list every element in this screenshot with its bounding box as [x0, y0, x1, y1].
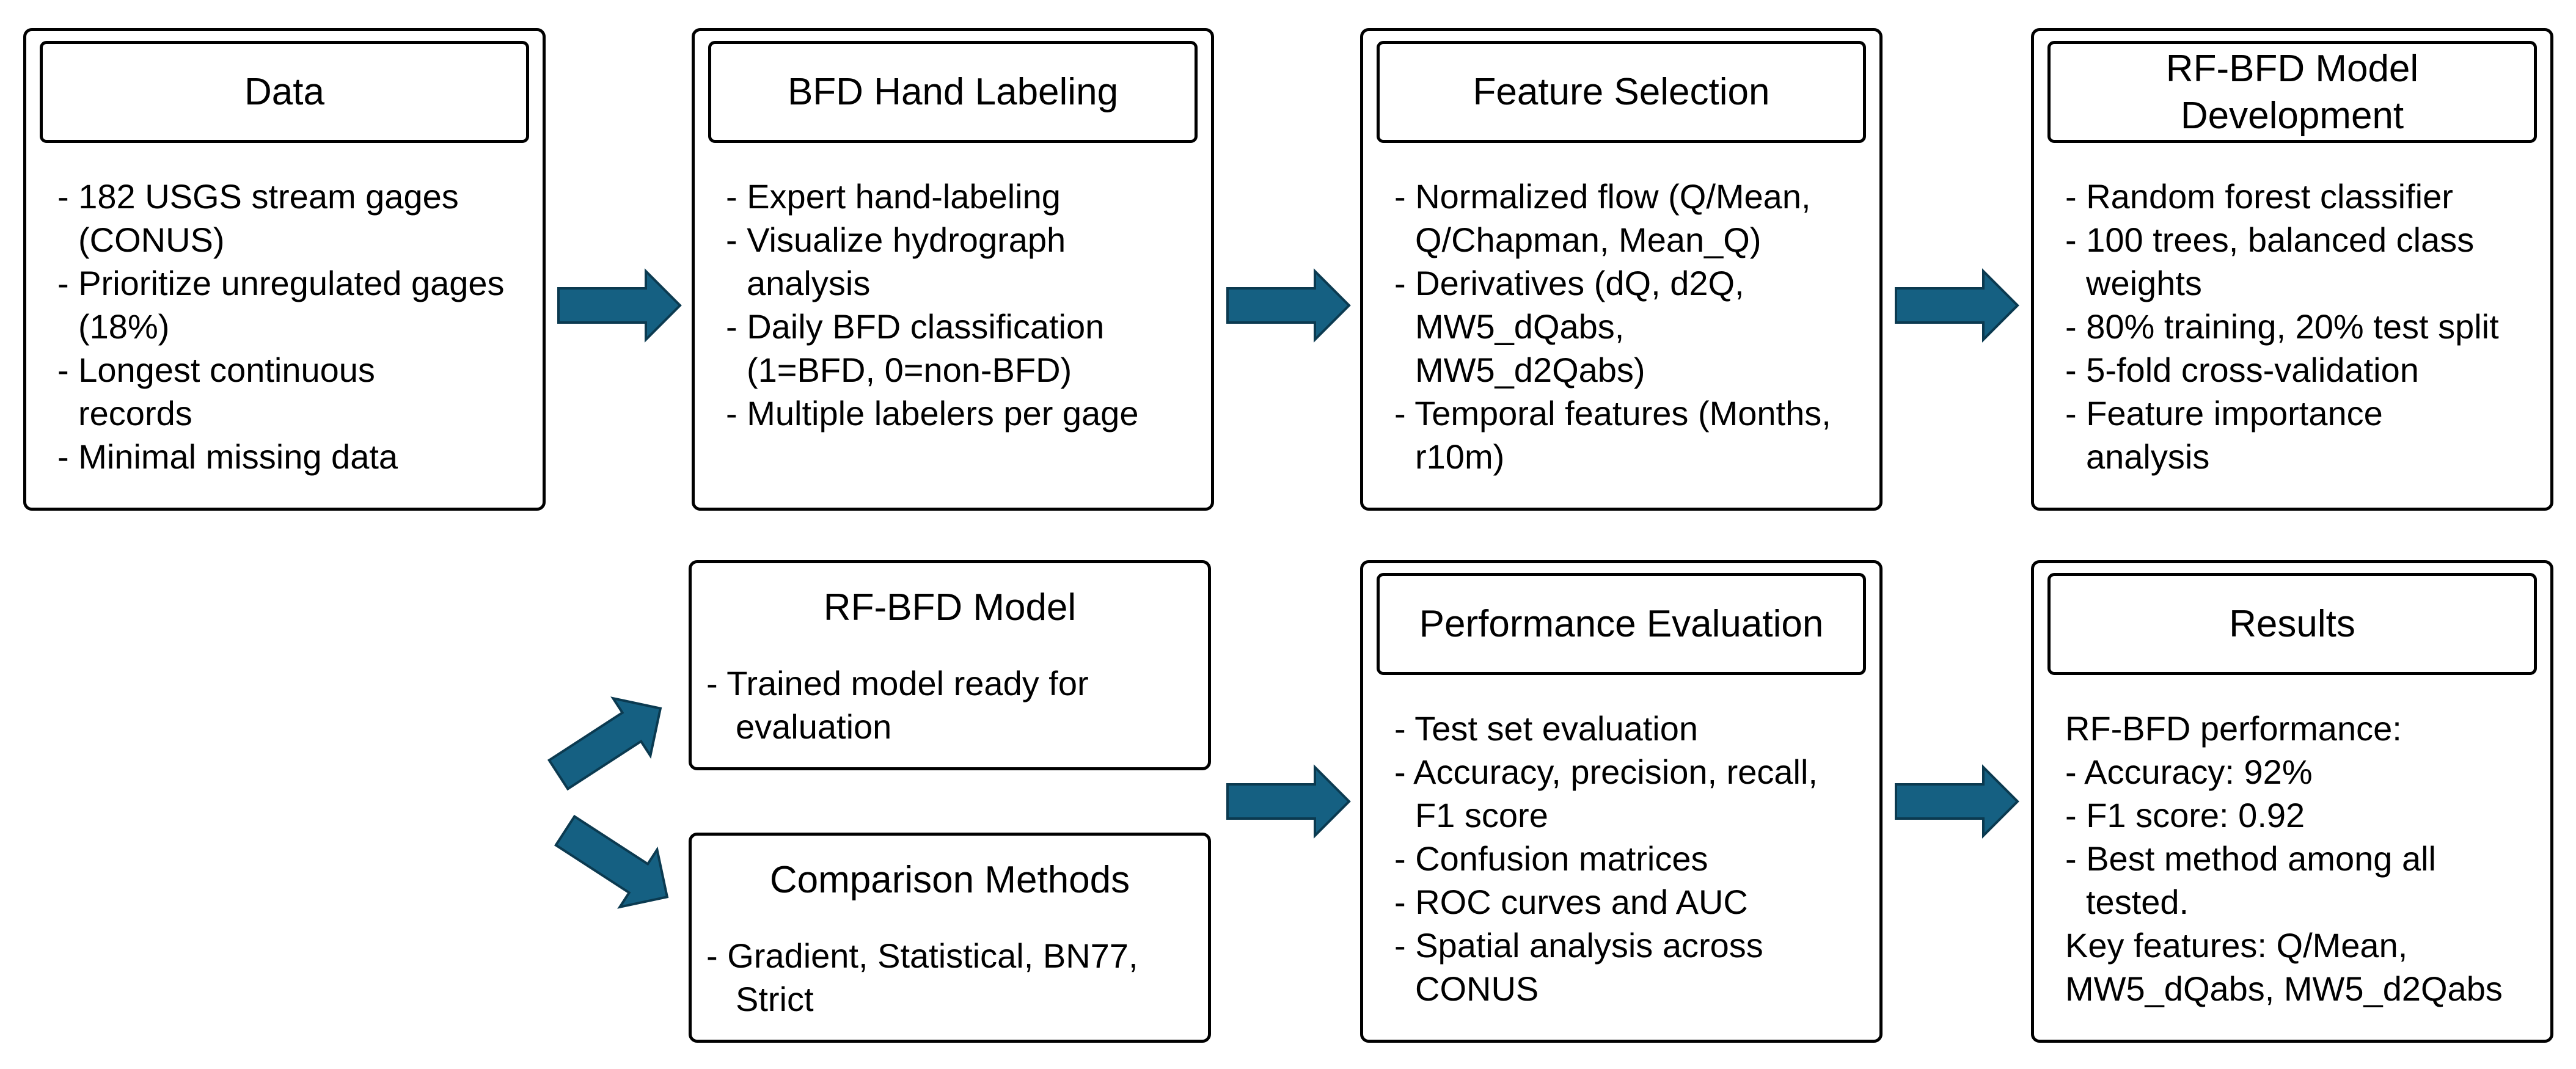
arrow-to-performance-evaluation-icon	[1226, 764, 1351, 839]
hand-labeling-box: BFD Hand Labeling - Expert hand-labeling…	[692, 28, 1214, 511]
arrow-feature-selection-to-model-development-icon	[1895, 268, 2019, 343]
performance-evaluation-box-title: Performance Evaluation	[1419, 603, 1824, 645]
list-item: - Temporal features (Months, r10m)	[1394, 394, 1831, 476]
trained-model-box-list: - Trained model ready for evaluation	[706, 662, 1089, 748]
list-item: - Gradient, Statistical, BN77, Strict	[706, 936, 1138, 1018]
data-box: Data - 182 USGS stream gages (CONUS) - P…	[23, 28, 546, 511]
list-item: - Random forest classifier	[2065, 177, 2453, 216]
list-item: - Accuracy: 92%	[2065, 753, 2313, 791]
results-box-list: RF-BFD performance: - Accuracy: 92% - F1…	[2065, 707, 2503, 1010]
results-box-title: Results	[2229, 603, 2355, 645]
trained-model-box: RF-BFD Model - Trained model ready for e…	[689, 560, 1211, 770]
list-item: - Daily BFD classification (1=BFD, 0=non…	[726, 307, 1105, 389]
data-box-title: Data	[244, 71, 324, 113]
list-item: - Minimal missing data	[57, 437, 398, 476]
feature-selection-box-title: Feature Selection	[1473, 71, 1770, 113]
comparison-methods-box: Comparison Methods - Gradient, Statistic…	[689, 833, 1211, 1043]
data-box-list: - 182 USGS stream gages (CONUS) - Priori…	[57, 175, 505, 478]
arrow-data-to-hand-labeling-icon	[557, 268, 682, 343]
list-item: - 80% training, 20% test split	[2065, 307, 2499, 346]
list-item: - ROC curves and AUC	[1394, 883, 1748, 921]
list-item: - Longest continuous records	[57, 351, 375, 432]
results-key-features: Key features: Q/Mean, MW5_dQabs, MW5_d2Q…	[2065, 926, 2503, 1008]
list-item: - Test set evaluation	[1394, 709, 1699, 748]
trained-model-box-title: RF-BFD Model	[823, 586, 1077, 629]
performance-evaluation-box: Performance Evaluation - Test set evalua…	[1360, 560, 1883, 1043]
list-item: - Spatial analysis across CONUS	[1394, 926, 1763, 1008]
feature-selection-box: Feature Selection - Normalized flow (Q/M…	[1360, 28, 1883, 511]
data-box-header: Data	[40, 41, 529, 143]
list-item: - Best method among all tested.	[2065, 839, 2436, 921]
list-item: - 100 trees, balanced class weights	[2065, 221, 2475, 302]
list-item: - Prioritize unregulated gages (18%)	[57, 264, 505, 346]
hand-labeling-box-list: - Expert hand-labeling - Visualize hydro…	[726, 175, 1138, 435]
feature-selection-box-header: Feature Selection	[1377, 41, 1866, 143]
model-development-box-header: RF-BFD Model Development	[2047, 41, 2537, 143]
list-item: - Confusion matrices	[1394, 839, 1708, 878]
list-item: - 182 USGS stream gages (CONUS)	[57, 177, 459, 259]
list-item: - Visualize hydrograph analysis	[726, 221, 1066, 302]
comparison-methods-box-title: Comparison Methods	[769, 859, 1130, 901]
list-item: - Trained model ready for evaluation	[706, 664, 1089, 746]
list-item: - Feature importance analysis	[2065, 394, 2383, 476]
feature-selection-box-list: - Normalized flow (Q/Mean, Q/Chapman, Me…	[1394, 175, 1831, 478]
list-item: - Accuracy, precision, recall, F1 score	[1394, 753, 1818, 834]
arrow-hand-labeling-to-feature-selection-icon	[1226, 268, 1351, 343]
performance-evaluation-box-list: - Test set evaluation - Accuracy, precis…	[1394, 707, 1818, 1010]
results-intro: RF-BFD performance:	[2065, 709, 2402, 748]
hand-labeling-box-title: BFD Hand Labeling	[787, 71, 1119, 113]
arrow-to-trained-model-icon	[547, 696, 662, 791]
list-item: - Normalized flow (Q/Mean, Q/Chapman, Me…	[1394, 177, 1811, 259]
list-item: - Multiple labelers per gage	[726, 394, 1139, 432]
comparison-methods-box-list: - Gradient, Statistical, BN77, Strict	[706, 934, 1138, 1021]
arrow-performance-evaluation-to-results-icon	[1895, 764, 2019, 839]
performance-evaluation-box-header: Performance Evaluation	[1377, 573, 1866, 675]
list-item: - Expert hand-labeling	[726, 177, 1061, 216]
model-development-box-title: RF-BFD Model Development	[2165, 47, 2419, 137]
model-development-box: RF-BFD Model Development - Random forest…	[2031, 28, 2553, 511]
results-box-header: Results	[2047, 573, 2537, 675]
results-box: Results RF-BFD performance: - Accuracy: …	[2031, 560, 2553, 1043]
list-item: - Derivatives (dQ, d2Q, MW5_dQabs, MW5_d…	[1394, 264, 1744, 389]
list-item: - F1 score: 0.92	[2065, 796, 2305, 834]
arrow-to-comparison-methods-icon	[554, 814, 669, 909]
hand-labeling-box-header: BFD Hand Labeling	[708, 41, 1198, 143]
model-development-box-list: - Random forest classifier - 100 trees, …	[2065, 175, 2499, 478]
list-item: - 5-fold cross-validation	[2065, 351, 2419, 389]
